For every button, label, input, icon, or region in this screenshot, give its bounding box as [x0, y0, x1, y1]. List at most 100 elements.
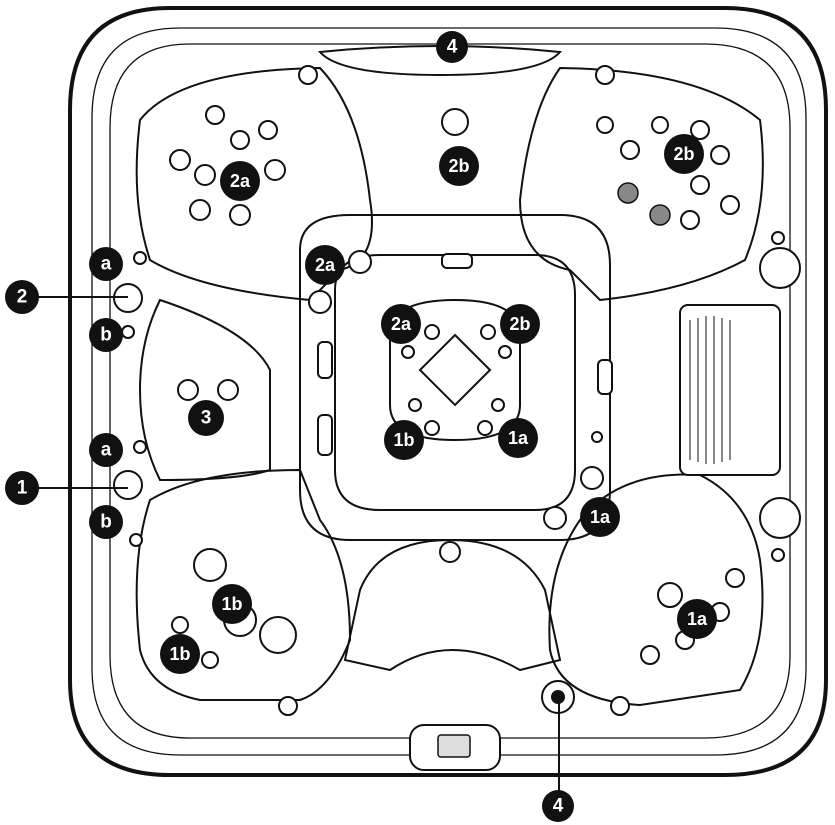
- jet: [264, 159, 286, 181]
- wall-jets: [317, 253, 613, 456]
- jet: [657, 582, 683, 608]
- massage-ball: [617, 182, 639, 204]
- svg-text:4: 4: [447, 37, 458, 58]
- jet: [720, 195, 740, 215]
- svg-text:2: 2: [17, 287, 28, 308]
- jet: [477, 420, 493, 436]
- jet: [129, 533, 143, 547]
- jet: [278, 696, 298, 716]
- jet: [424, 420, 440, 436]
- callout-upper-b: b: [89, 318, 123, 352]
- callout-right-1a: 1a: [580, 497, 620, 537]
- svg-text:2b: 2b: [509, 314, 530, 334]
- callout-seat-tl-2a: 2a: [220, 161, 260, 201]
- jet: [193, 548, 227, 582]
- jet: [348, 250, 372, 274]
- svg-text:2b: 2b: [448, 156, 469, 176]
- jet: [133, 440, 147, 454]
- svg-text:4: 4: [553, 796, 564, 817]
- jet: [133, 251, 147, 265]
- svg-text:a: a: [101, 440, 112, 461]
- jet: [595, 65, 615, 85]
- jet: [169, 149, 191, 171]
- jet: [441, 108, 469, 136]
- jet: [620, 140, 640, 160]
- svg-text:1a: 1a: [590, 507, 611, 527]
- svg-text:2a: 2a: [315, 255, 336, 275]
- tub-rim: [91, 27, 807, 756]
- jet: [591, 431, 603, 443]
- svg-text:1b: 1b: [169, 644, 190, 664]
- svg-text:1b: 1b: [221, 594, 242, 614]
- center-footwell-outer: [299, 214, 611, 541]
- side-control: [759, 497, 801, 539]
- jet: [640, 645, 660, 665]
- massage-ball: [649, 204, 671, 226]
- jet: [205, 105, 225, 125]
- jet: [308, 290, 332, 314]
- callout-lower-b: b: [89, 505, 123, 539]
- jet: [259, 616, 297, 654]
- jet: [230, 130, 250, 150]
- callout-center-2a: 2a: [381, 304, 421, 344]
- jet: [298, 65, 318, 85]
- seat-bottom-right: [548, 473, 764, 707]
- callout-center-2a-left: 2a: [305, 245, 345, 285]
- svg-text:1: 1: [17, 478, 28, 499]
- svg-text:3: 3: [201, 408, 212, 429]
- svg-text:b: b: [100, 325, 112, 346]
- callout-side-2: 2: [5, 280, 39, 314]
- jet: [217, 379, 239, 401]
- callout-seat-br-1a: 1a: [677, 599, 717, 639]
- callout-bottom-4: 4: [542, 790, 574, 822]
- jet: [710, 145, 730, 165]
- callout-center-1b: 1b: [384, 420, 424, 460]
- jet: [596, 116, 614, 134]
- jet: [651, 116, 669, 134]
- svg-text:a: a: [101, 254, 112, 275]
- callout-footwell-3: 3: [188, 400, 224, 436]
- jet: [498, 345, 512, 359]
- bottom-lounge: [343, 538, 562, 672]
- left-footwell: [138, 298, 271, 482]
- jet: [690, 120, 710, 140]
- jet: [680, 210, 700, 230]
- seat-top-left: [135, 66, 373, 302]
- jet: [113, 470, 143, 500]
- jet: [771, 231, 785, 245]
- svg-text:2b: 2b: [673, 144, 694, 164]
- jet: [171, 616, 189, 634]
- jet: [401, 345, 415, 359]
- jet: [439, 541, 461, 563]
- jet: [480, 324, 496, 340]
- jet: [771, 548, 785, 562]
- jet: [543, 506, 567, 530]
- callout-side-1: 1: [5, 471, 39, 505]
- svg-text:2a: 2a: [391, 314, 412, 334]
- jet: [491, 398, 505, 412]
- jet: [610, 696, 630, 716]
- jet: [189, 199, 211, 221]
- callout-lower-a: a: [89, 433, 123, 467]
- jet: [121, 325, 135, 339]
- jet: [229, 204, 251, 226]
- tub-outer-shell: [68, 6, 828, 777]
- callout-center-2b: 2b: [500, 304, 540, 344]
- jet: [177, 379, 199, 401]
- top-headrest: [317, 45, 563, 77]
- side-control: [759, 247, 801, 289]
- callout-center-1a: 1a: [498, 418, 538, 458]
- svg-text:b: b: [100, 512, 112, 533]
- svg-text:1a: 1a: [687, 609, 708, 629]
- jet: [194, 164, 216, 186]
- jet: [725, 568, 745, 588]
- tub-inner-rim: [109, 43, 791, 739]
- callout-top-4: 4: [436, 31, 468, 63]
- callout-upper-a: a: [89, 247, 123, 281]
- callout-seat-bl-1b-lower: 1b: [160, 634, 200, 674]
- callout-seat-tr-2b: 2b: [664, 134, 704, 174]
- filter-ribs: [689, 316, 731, 464]
- svg-text:1b: 1b: [393, 430, 414, 450]
- jet: [201, 651, 219, 669]
